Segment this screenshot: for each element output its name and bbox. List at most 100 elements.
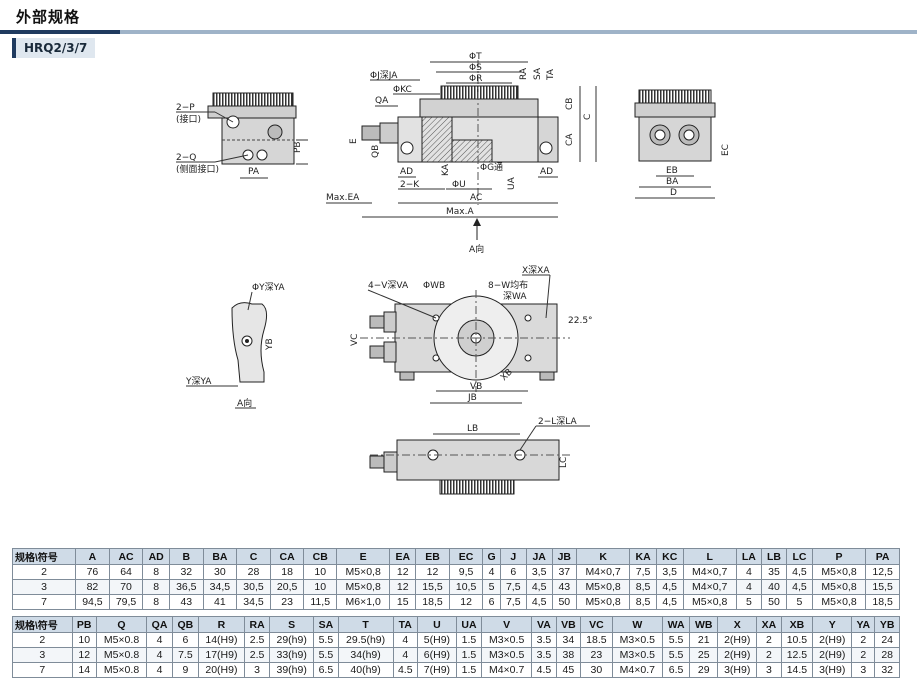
header-cell: A — [75, 548, 110, 565]
value-cell: M5×0,8 — [682, 594, 737, 610]
value-cell: 10,5 — [448, 579, 484, 595]
value-cell: 24 — [874, 632, 900, 648]
label-vb: VB — [470, 382, 482, 392]
label-2p: 2−P — [176, 103, 195, 113]
header-cell: G — [482, 548, 501, 565]
header-cell: SA — [313, 616, 339, 633]
label-ba: BA — [666, 177, 679, 187]
value-cell: 11,5 — [303, 594, 338, 610]
header-cell: L — [682, 548, 737, 565]
value-cell: 4 — [482, 564, 501, 580]
value-cell: 28 — [874, 647, 900, 663]
value-cell: 12,5 — [865, 564, 900, 580]
page-title: 外部规格 — [16, 8, 81, 26]
value-cell: 32 — [168, 564, 204, 580]
header-cell: VB — [555, 616, 582, 633]
header-cell: KC — [655, 548, 684, 565]
label-phi-s: ΦS — [469, 63, 482, 73]
label-ec: EC — [721, 144, 731, 156]
value-cell: 3.5 — [531, 632, 557, 648]
bottom-view — [369, 439, 570, 495]
label-phi-u: ΦU — [452, 180, 466, 190]
value-cell: 3,5 — [655, 564, 684, 580]
label-d: D — [670, 188, 677, 198]
value-cell: 7(H9) — [416, 662, 457, 678]
value-cell: 4 — [735, 579, 762, 595]
header-cell: B — [168, 548, 204, 565]
label-qa: QA — [375, 96, 389, 106]
value-cell: 4,5 — [786, 579, 813, 595]
value-cell: M4×0,7 — [682, 564, 737, 580]
size-cell: 2 — [12, 632, 73, 648]
header-cell: AD — [142, 548, 170, 565]
value-cell: 20,5 — [269, 579, 305, 595]
value-cell: 10 — [303, 579, 338, 595]
label-phi-y: ΦY深YA — [252, 282, 285, 293]
value-cell: 76 — [75, 564, 110, 580]
value-cell: 12 — [415, 564, 450, 580]
value-cell: 4 — [146, 662, 173, 678]
value-cell: 36,5 — [168, 579, 204, 595]
value-cell: 50 — [760, 594, 788, 610]
value-cell: 25 — [689, 647, 719, 663]
header-cell: QB — [171, 616, 199, 633]
value-cell: 30,5 — [236, 579, 271, 595]
value-cell: 18 — [269, 564, 305, 580]
value-cell: 9 — [171, 662, 199, 678]
value-cell: M5×0,8 — [811, 579, 867, 595]
value-cell: 29.5(h9) — [337, 632, 394, 648]
value-cell: M5×0,8 — [336, 579, 391, 595]
value-cell: 1.5 — [455, 662, 483, 678]
value-cell: 2.5 — [244, 647, 271, 663]
value-cell: 18,5 — [865, 594, 900, 610]
value-cell: 3 — [756, 662, 782, 678]
header-cell: RA — [244, 616, 271, 633]
value-cell: 1.5 — [455, 632, 483, 648]
label-c: C — [583, 114, 593, 120]
value-cell: 2.5 — [244, 632, 271, 648]
header-cell: Q — [95, 616, 148, 633]
header-corner: 规格\符号 — [12, 616, 73, 633]
value-cell: 4.5 — [392, 662, 418, 678]
value-cell: 2 — [851, 632, 876, 648]
value-cell: 15,5 — [415, 579, 450, 595]
header-cell: LA — [735, 548, 762, 565]
label-pa: PA — [248, 167, 260, 177]
value-cell: M5×0.8 — [95, 662, 148, 678]
header-cell: R — [197, 616, 246, 633]
value-cell: 10.5 — [780, 632, 814, 648]
label-ad-right: AD — [540, 167, 553, 177]
value-cell: 4,5 — [655, 579, 684, 595]
value-cell: 40 — [760, 579, 788, 595]
header-cell: EB — [415, 548, 450, 565]
header-cell: VC — [580, 616, 613, 633]
value-cell: 7.5 — [171, 647, 199, 663]
value-cell: M4×0,7 — [575, 564, 631, 580]
value-cell: 2 — [756, 632, 782, 648]
value-cell: 38 — [555, 647, 582, 663]
header-cell: T — [337, 616, 394, 633]
value-cell: 5 — [735, 594, 762, 610]
front-left-labels: 2−P (接口) 2−Q (侧面接口) PB PA — [176, 103, 308, 179]
value-cell: M4×0.7 — [611, 662, 663, 678]
header-cell: CB — [303, 548, 338, 565]
label-phi-g: ΦG通 — [480, 162, 503, 173]
label-pb: PB — [293, 141, 303, 153]
value-cell: 29(h9) — [269, 632, 315, 648]
value-cell: 41 — [202, 594, 238, 610]
value-cell: M3×0.5 — [481, 632, 533, 648]
value-cell: 2(H9) — [812, 632, 853, 648]
label-e: E — [349, 138, 359, 144]
header-cell: JB — [551, 548, 577, 565]
header-cell: LB — [760, 548, 788, 565]
label-a-direction: A向 — [469, 243, 484, 255]
value-cell: 45 — [555, 662, 582, 678]
label-lc: LC — [559, 457, 569, 468]
header-cell: YA — [851, 616, 876, 633]
value-cell: 82 — [75, 579, 110, 595]
value-cell: 8 — [142, 579, 170, 595]
value-cell: 3(H9) — [812, 662, 853, 678]
